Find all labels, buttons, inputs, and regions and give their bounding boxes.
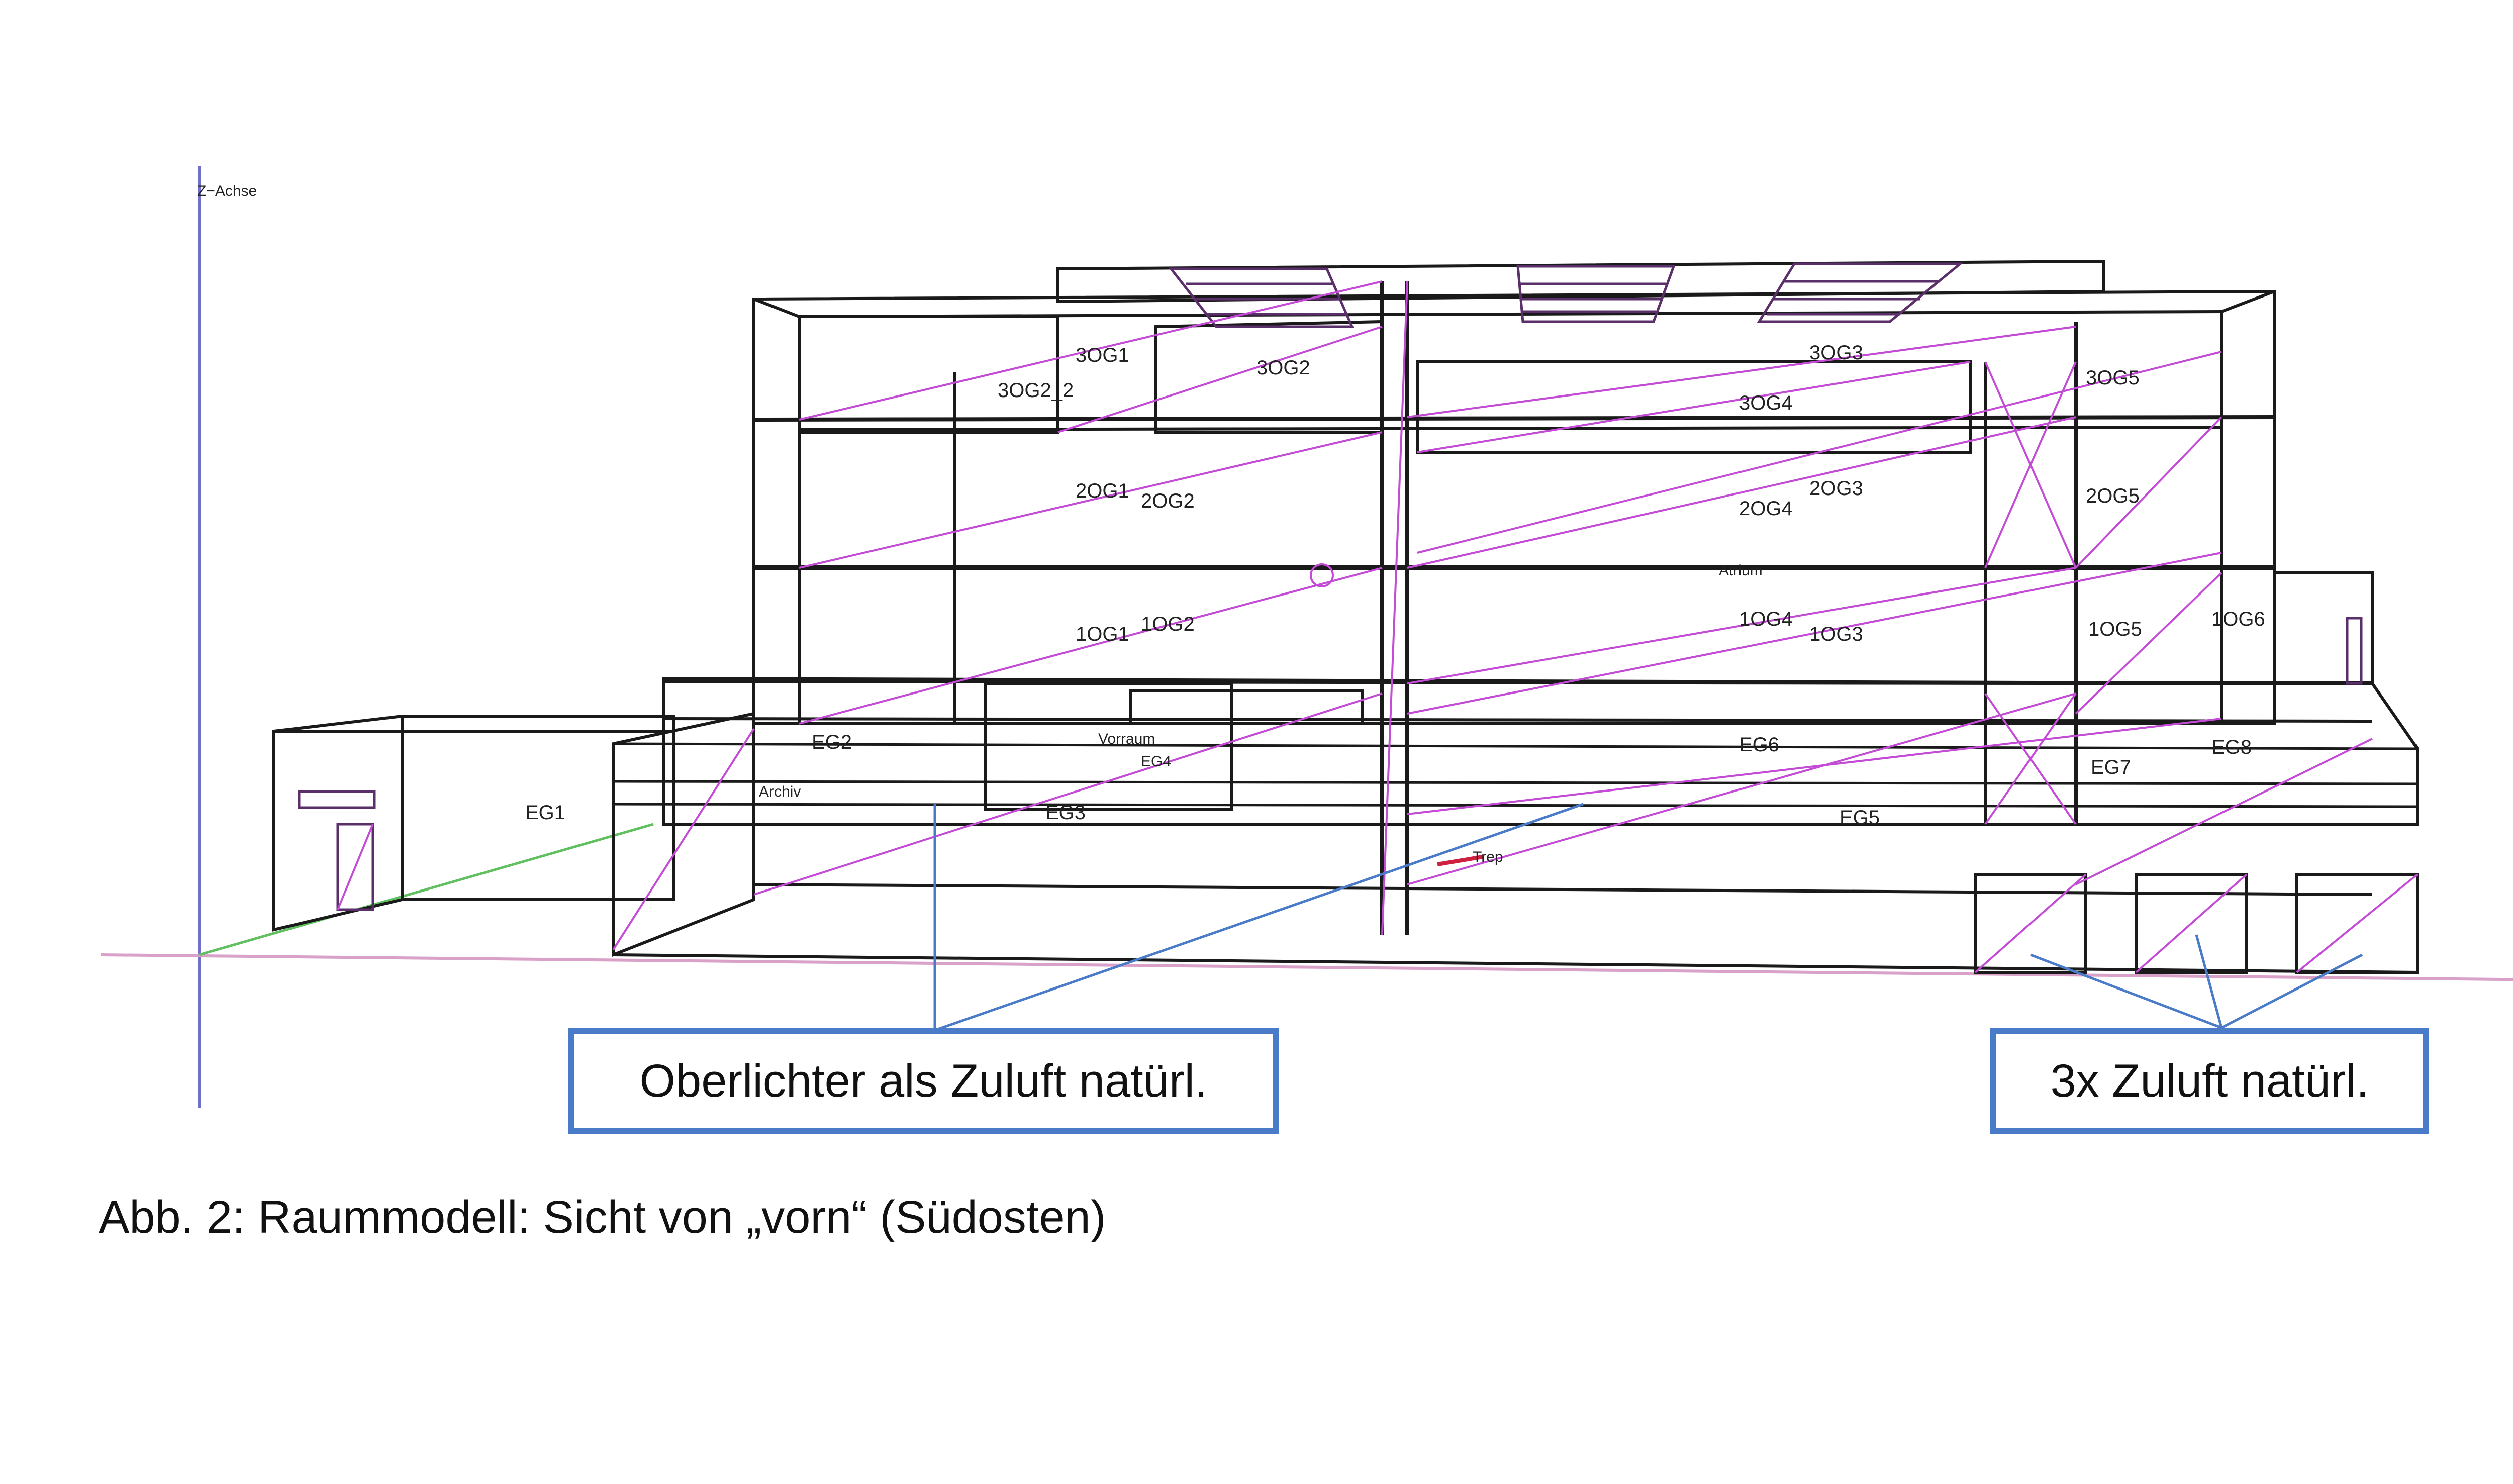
diag-2og-b xyxy=(1407,416,2076,569)
lower-slab-a xyxy=(613,742,2418,750)
label-vorraum: Vorraum xyxy=(1098,731,1155,747)
zone-diagonals xyxy=(337,280,2419,973)
callout-zuluft: 3x Zuluft natürl. xyxy=(1990,1028,2429,1134)
ground-back-line xyxy=(753,883,2373,896)
x-axis xyxy=(100,953,2513,981)
diag-mid-post xyxy=(1381,281,1408,935)
diag-1og-c xyxy=(1407,552,2222,715)
room-3og-left xyxy=(798,315,1059,434)
diag-eg-c xyxy=(1407,718,2222,815)
label-3og2-2: 3OG2_2 xyxy=(998,379,1074,402)
diag-3og-d xyxy=(1417,361,1971,453)
vent-box-1 xyxy=(1974,873,2087,974)
room-3og-mid xyxy=(1416,360,1972,454)
slab-1og-b xyxy=(663,717,2373,723)
roof-link-left xyxy=(753,298,800,318)
right-annex-window xyxy=(2346,617,2363,685)
ground-front-box xyxy=(612,712,755,957)
label-eg7: EG7 xyxy=(2091,756,2131,778)
upper-block xyxy=(752,289,2276,725)
diag-right-b xyxy=(1984,692,2077,825)
roof-light-3 xyxy=(1757,262,1964,323)
vent-box-2 xyxy=(2135,873,2248,974)
room-labels: 3OG1 3OG2 3OG2_2 3OG3 3OG4 3OG5 2OG1 2OG… xyxy=(525,342,2265,865)
annex-door xyxy=(336,823,374,911)
label-1og1: 1OG1 xyxy=(1076,623,1129,645)
label-3og1: 3OG1 xyxy=(1076,344,1129,366)
leader-zuluft-3 xyxy=(2220,953,2363,1029)
annex-window xyxy=(298,790,376,809)
roof-link-right xyxy=(2220,290,2275,313)
diag-eg-b xyxy=(1407,692,2076,885)
diag-annex-door xyxy=(337,824,374,910)
label-3og5: 3OG5 xyxy=(2086,367,2140,389)
diag-2og-c xyxy=(1417,351,2222,554)
roof-light-2 xyxy=(1516,265,1676,323)
slab-3og-b xyxy=(799,426,2222,431)
label-eg8: EG8 xyxy=(2211,736,2252,758)
diag-vent-2 xyxy=(2135,873,2248,973)
lower-block xyxy=(662,676,2419,826)
label-eg5: EG5 xyxy=(1840,807,1880,829)
label-1og6: 1OG6 xyxy=(2211,608,2265,630)
label-2og4: 2OG4 xyxy=(1739,498,1793,520)
leader-zuluft-1 xyxy=(2030,953,2222,1029)
label-archiv: Archiv xyxy=(759,783,801,800)
diag-1og-a xyxy=(799,567,1383,725)
y-axis xyxy=(199,823,654,956)
label-eg6: EG6 xyxy=(1739,734,1779,756)
callout-oberlichter: Oberlichter als Zuluft natürl. xyxy=(568,1028,1279,1134)
roof-lights xyxy=(1168,262,1964,328)
z-axis-label: Z−Achse xyxy=(197,183,257,200)
vorraum-box xyxy=(984,682,1233,811)
stair-marker xyxy=(1437,855,1483,866)
label-treppe: Trep xyxy=(1473,849,1503,865)
label-3og2: 3OG2 xyxy=(1257,357,1310,379)
diag-2og-a xyxy=(799,431,1383,569)
diag-eg-e xyxy=(612,728,755,951)
label-3og4: 3OG4 xyxy=(1739,392,1793,414)
diag-right-d xyxy=(2075,572,2222,715)
diag-3og-b xyxy=(1057,326,1383,433)
label-1og4: 1OG4 xyxy=(1739,608,1793,630)
leader-zuluft-2 xyxy=(2195,934,2223,1028)
label-1og5: 1OG5 xyxy=(2088,618,2142,640)
leader-oberlichter-2 xyxy=(934,803,1584,1032)
roof-light-1 xyxy=(1168,267,1354,328)
diag-3og-a xyxy=(799,280,1383,421)
diag-right-c xyxy=(2075,416,2222,569)
callout-leaders xyxy=(933,803,2363,1032)
right-annex xyxy=(2273,571,2374,685)
diag-1og-b xyxy=(1407,567,2076,684)
slab-3og xyxy=(753,415,2275,422)
diag-eg-d xyxy=(2075,738,2373,885)
zone-marker xyxy=(1310,563,1334,587)
axes: Z−Achse xyxy=(100,166,2513,1108)
label-eg2: EG2 xyxy=(812,731,852,753)
label-2og1: 2OG1 xyxy=(1076,480,1129,502)
ground-front-line xyxy=(613,953,2418,974)
label-1og3: 1OG3 xyxy=(1809,623,1863,645)
label-eg-vor: EG4 xyxy=(1141,753,1171,770)
building-structure xyxy=(272,259,2419,974)
label-2og5: 2OG5 xyxy=(2086,485,2140,507)
label-1og2: 1OG2 xyxy=(1141,613,1195,635)
diag-vent-1 xyxy=(1974,873,2087,973)
vent-box-3 xyxy=(2295,873,2419,974)
atrium-box xyxy=(1129,689,1364,725)
diag-vent-3 xyxy=(2296,873,2419,973)
diag-3og-c xyxy=(1407,326,2076,418)
label-3og3: 3OG3 xyxy=(1809,342,1863,364)
label-eg3: EG3 xyxy=(1045,802,1086,824)
label-2og2: 2OG2 xyxy=(1141,490,1195,512)
lower-slab-b xyxy=(613,780,2418,785)
diag-right-f xyxy=(1984,361,2077,568)
lower-slab-c xyxy=(613,803,2418,808)
label-atrium: Atrium xyxy=(1719,562,1763,579)
label-2og3: 2OG3 xyxy=(1809,477,1863,500)
diag-eg-a xyxy=(753,692,1383,896)
figure-caption: Abb. 2: Raummodell: Sicht von „vorn“ (Sü… xyxy=(99,1192,1106,1243)
label-eg1: EG1 xyxy=(525,802,565,824)
